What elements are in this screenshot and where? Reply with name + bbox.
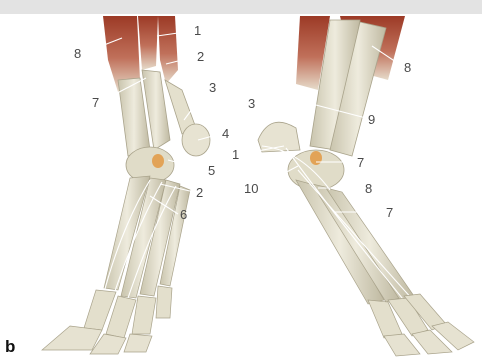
left-label-2: 2 <box>197 49 204 64</box>
leader-line <box>258 104 290 122</box>
right-label-7b: 7 <box>386 205 393 220</box>
right-label-8b: 8 <box>365 181 372 196</box>
left-label-7: 7 <box>92 95 99 110</box>
left-label-5: 5 <box>208 163 215 178</box>
right-label-7: 7 <box>357 155 364 170</box>
right-label-3: 3 <box>248 96 255 111</box>
right-label-8: 8 <box>404 60 411 75</box>
panel-label: b <box>5 337 15 356</box>
left-label-1: 1 <box>194 23 201 38</box>
left-label-3: 3 <box>209 80 216 95</box>
right-label-9: 9 <box>368 112 375 127</box>
right-label-10: 10 <box>244 181 258 196</box>
right-label-1: 1 <box>232 147 239 162</box>
left-label-8: 8 <box>74 46 81 61</box>
left-label-6: 6 <box>180 207 187 222</box>
left-label-4: 4 <box>222 126 229 141</box>
left-leg-illustration <box>42 16 210 354</box>
left-label-2b: 2 <box>196 185 203 200</box>
